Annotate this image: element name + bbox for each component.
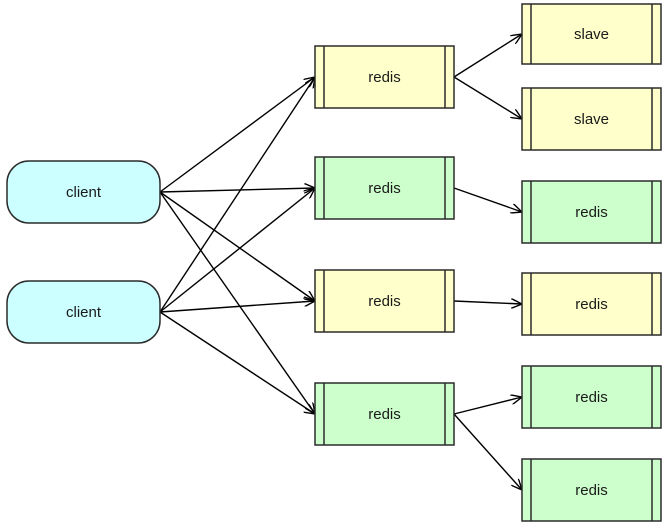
node-label: slave — [574, 111, 609, 128]
node-slave-a1: slave — [521, 3, 662, 65]
node-label: redis — [368, 180, 401, 197]
client-shape — [6, 280, 161, 344]
edge-client-2-to-redis-d — [159, 311, 315, 414]
edge-redis-b-to-redis-b1 — [453, 187, 522, 212]
client-shape — [6, 160, 161, 224]
node-redis-d1: redis — [521, 365, 662, 429]
edges-layer — [159, 34, 522, 490]
node-label: redis — [368, 293, 401, 310]
edge-client-2-to-redis-b — [159, 188, 315, 313]
process-shape — [521, 180, 662, 244]
node-label: client — [66, 304, 102, 321]
process-shape — [314, 382, 455, 446]
edge-client-1-to-redis-d — [159, 191, 315, 414]
process-shape — [521, 458, 662, 522]
edge-client-1-to-redis-c — [159, 191, 315, 301]
process-shape — [521, 87, 662, 151]
node-redis-d: redis — [314, 382, 455, 446]
node-redis-c: redis — [314, 269, 455, 333]
process-shape — [521, 365, 662, 429]
node-label: redis — [575, 204, 608, 221]
edge-redis-d-to-redis-d2 — [453, 413, 522, 490]
node-label: client — [66, 184, 102, 201]
edge-redis-a-to-slave-a1 — [453, 34, 522, 78]
edge-redis-d-to-redis-d1 — [453, 397, 522, 415]
node-redis-c1: redis — [521, 272, 662, 336]
node-label: redis — [575, 389, 608, 406]
nodes-layer: client client redis redis redis redis slave sla… — [6, 3, 662, 522]
process-shape — [521, 272, 662, 336]
node-label: redis — [368, 69, 401, 86]
edge-client-2-to-redis-c — [159, 301, 315, 313]
edge-client-1-to-redis-a — [159, 77, 315, 193]
process-shape — [314, 156, 455, 220]
process-shape — [314, 45, 455, 109]
process-shape — [521, 3, 662, 65]
node-label: redis — [368, 406, 401, 423]
node-redis-b1: redis — [521, 180, 662, 244]
edge-redis-c-to-redis-c1 — [453, 301, 522, 304]
node-redis-d2: redis — [521, 458, 662, 522]
process-shape — [314, 269, 455, 333]
node-client-1: client — [6, 160, 161, 224]
edge-client-1-to-redis-b — [159, 188, 315, 192]
node-slave-a2: slave — [521, 87, 662, 151]
edge-client-2-to-redis-a — [159, 77, 315, 313]
edge-redis-a-to-slave-a2 — [453, 76, 522, 119]
node-redis-b: redis — [314, 156, 455, 220]
node-client-2: client — [6, 280, 161, 344]
node-redis-a: redis — [314, 45, 455, 109]
node-label: redis — [575, 482, 608, 499]
node-label: redis — [575, 296, 608, 313]
node-label: slave — [574, 26, 609, 43]
